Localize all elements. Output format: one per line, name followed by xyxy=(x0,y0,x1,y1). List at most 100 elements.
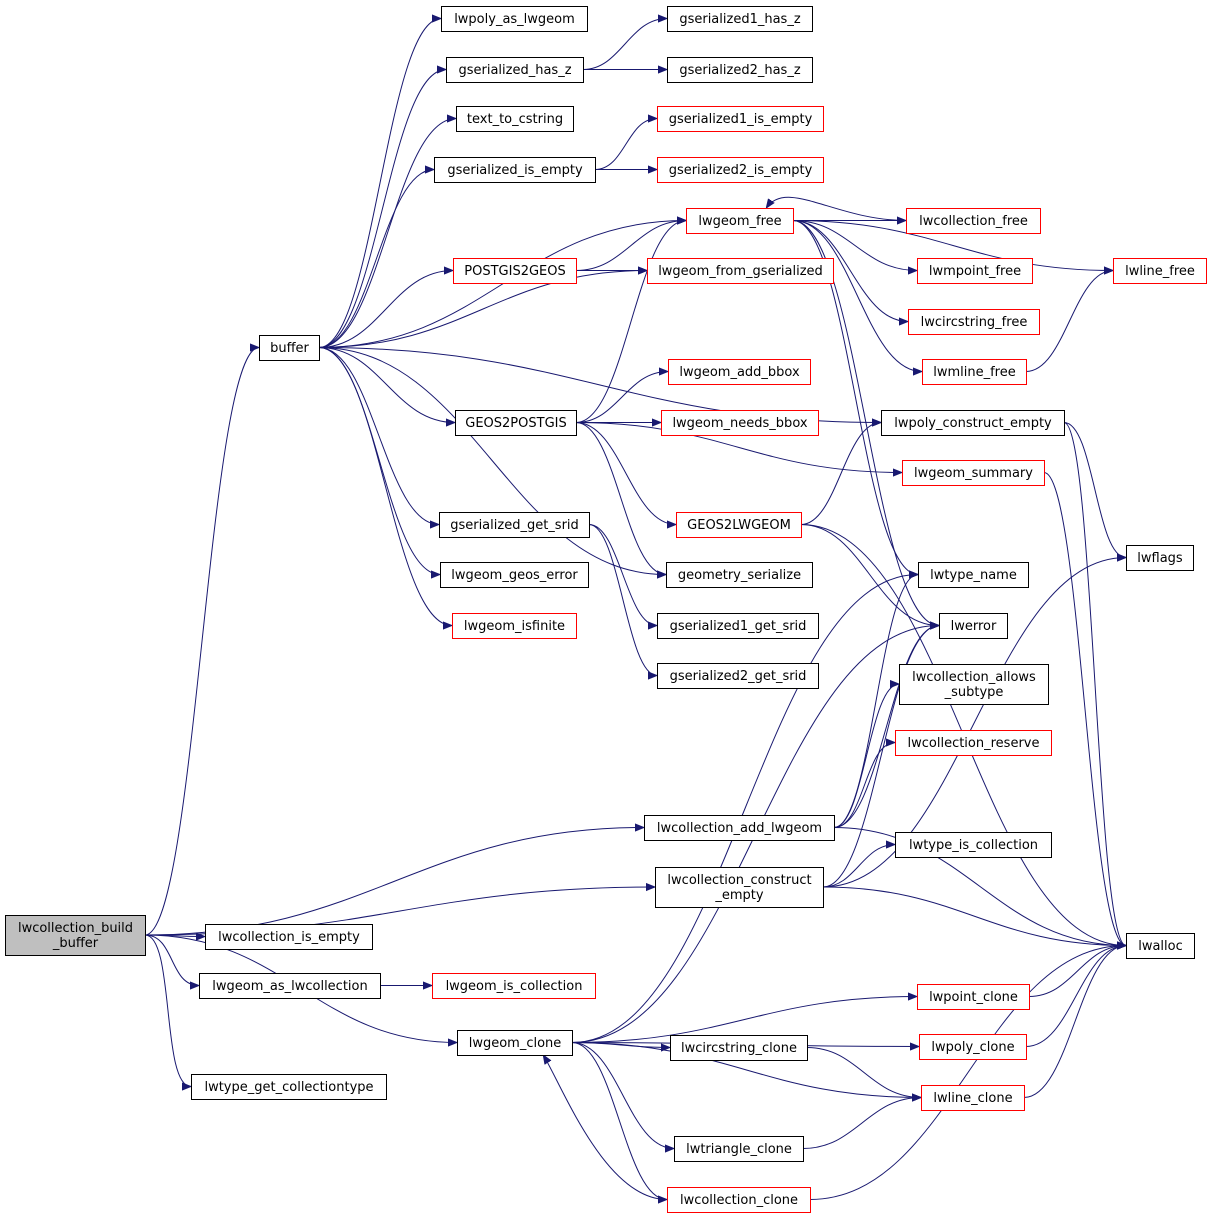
node-box[interactable] xyxy=(657,613,819,639)
node-box[interactable] xyxy=(919,1034,1027,1060)
node-lwflags[interactable]: lwflags xyxy=(1126,545,1194,571)
node-lwtype-is-collection[interactable]: lwtype_is_collection xyxy=(895,832,1052,858)
node-box[interactable] xyxy=(917,984,1030,1010)
node-box[interactable] xyxy=(902,460,1045,486)
node-gserialized1-has-z[interactable]: gserialized1_has_z xyxy=(667,6,813,32)
node-lwcollection-build-buffer[interactable]: lwcollection_build_buffer xyxy=(5,915,146,956)
node-box[interactable] xyxy=(1126,545,1194,571)
node-box[interactable] xyxy=(199,973,381,999)
node-box[interactable] xyxy=(456,106,574,132)
node-box[interactable] xyxy=(657,106,824,132)
node-lwmpoint-free[interactable]: lwmpoint_free xyxy=(917,258,1033,284)
node-box[interactable] xyxy=(895,730,1052,756)
node-box[interactable] xyxy=(881,410,1065,436)
node-geometry-serialize[interactable]: geometry_serialize xyxy=(666,562,813,588)
node-lwpoint-clone[interactable]: lwpoint_clone xyxy=(917,984,1030,1010)
node-box[interactable] xyxy=(441,6,588,32)
node-box[interactable] xyxy=(668,359,811,385)
node-lwmline-free[interactable]: lwmline_free xyxy=(922,359,1027,385)
node-lwcollection-construct-empty[interactable]: lwcollection_construct_empty xyxy=(655,867,824,908)
node-box[interactable] xyxy=(922,359,1027,385)
node-box[interactable] xyxy=(918,562,1029,588)
node-box[interactable] xyxy=(667,1187,811,1213)
node-lwline-free[interactable]: lwline_free xyxy=(1113,258,1207,284)
node-gserialized-get-srid[interactable]: gserialized_get_srid xyxy=(439,512,590,538)
node-lwpoly-construct-empty[interactable]: lwpoly_construct_empty xyxy=(881,410,1065,436)
node-lwcircstring-free[interactable]: lwcircstring_free xyxy=(908,309,1040,335)
node-lwtriangle-clone[interactable]: lwtriangle_clone xyxy=(674,1136,804,1162)
node-gserialized1-get-srid[interactable]: gserialized1_get_srid xyxy=(657,613,819,639)
node-lwalloc[interactable]: lwalloc xyxy=(1126,933,1195,959)
node-box[interactable] xyxy=(446,57,584,83)
node-box[interactable] xyxy=(676,512,802,538)
node-gserialized-has-z[interactable]: gserialized_has_z xyxy=(446,57,584,83)
node-geos2lwgeom[interactable]: GEOS2LWGEOM xyxy=(676,512,802,538)
node-box[interactable] xyxy=(939,613,1008,639)
node-box[interactable] xyxy=(1126,933,1195,959)
node-lwgeom-needs-bbox[interactable]: lwgeom_needs_bbox xyxy=(661,410,819,436)
node-box[interactable] xyxy=(921,1085,1025,1111)
node-box[interactable] xyxy=(434,157,596,183)
node-lwtype-get-collectiontype[interactable]: lwtype_get_collectiontype xyxy=(191,1074,387,1100)
node-buffer[interactable]: buffer xyxy=(259,335,320,361)
node-lwcollection-add-lwgeom[interactable]: lwcollection_add_lwgeom xyxy=(644,815,835,841)
node-lwline-clone[interactable]: lwline_clone xyxy=(921,1085,1025,1111)
node-lwgeom-isfinite[interactable]: lwgeom_isfinite xyxy=(452,613,577,639)
node-lwcollection-reserve[interactable]: lwcollection_reserve xyxy=(895,730,1052,756)
node-geos2postgis[interactable]: GEOS2POSTGIS xyxy=(455,410,577,436)
node-lwpoly-as-lwgeom[interactable]: lwpoly_as_lwgeom xyxy=(441,6,588,32)
node-gserialized2-has-z[interactable]: gserialized2_has_z xyxy=(667,57,813,83)
node-gserialized2-is-empty[interactable]: gserialized2_is_empty xyxy=(657,157,824,183)
node-box[interactable] xyxy=(259,335,320,361)
node-lwcollection-allows-subtype[interactable]: lwcollection_allows_subtype xyxy=(899,664,1049,705)
node-box[interactable] xyxy=(452,613,577,639)
node-box[interactable] xyxy=(205,924,373,950)
node-box[interactable] xyxy=(439,512,590,538)
node-lwgeom-is-collection[interactable]: lwgeom_is_collection xyxy=(432,973,596,999)
node-box[interactable] xyxy=(191,1074,387,1100)
node-lwgeom-summary[interactable]: lwgeom_summary xyxy=(902,460,1045,486)
node-box[interactable] xyxy=(895,832,1052,858)
node-box[interactable] xyxy=(674,1136,804,1162)
node-lwtype-name[interactable]: lwtype_name xyxy=(918,562,1029,588)
node-box[interactable] xyxy=(455,410,577,436)
node-lwerror[interactable]: lwerror xyxy=(939,613,1008,639)
node-box[interactable] xyxy=(667,57,813,83)
node-postgis2geos[interactable]: POSTGIS2GEOS xyxy=(453,258,577,284)
node-lwgeom-clone[interactable]: lwgeom_clone xyxy=(457,1030,573,1056)
node-lwcollection-is-empty[interactable]: lwcollection_is_empty xyxy=(205,924,373,950)
node-box[interactable] xyxy=(655,867,824,908)
node-box[interactable] xyxy=(667,6,813,32)
node-gserialized1-is-empty[interactable]: gserialized1_is_empty xyxy=(657,106,824,132)
node-lwgeom-as-lwcollection[interactable]: lwgeom_as_lwcollection xyxy=(199,973,381,999)
node-box[interactable] xyxy=(1113,258,1207,284)
node-box[interactable] xyxy=(440,562,589,588)
node-box[interactable] xyxy=(453,258,577,284)
node-box[interactable] xyxy=(686,208,794,234)
node-lwcollection-free[interactable]: lwcollection_free xyxy=(906,208,1041,234)
node-lwgeom-free[interactable]: lwgeom_free xyxy=(686,208,794,234)
node-box[interactable] xyxy=(657,663,819,689)
node-box[interactable] xyxy=(647,258,834,284)
node-box[interactable] xyxy=(917,258,1033,284)
node-lwgeom-from-gserialized[interactable]: lwgeom_from_gserialized xyxy=(647,258,834,284)
node-box[interactable] xyxy=(666,562,813,588)
node-box[interactable] xyxy=(670,1035,808,1061)
node-box[interactable] xyxy=(5,915,146,956)
node-box[interactable] xyxy=(906,208,1041,234)
node-lwcollection-clone[interactable]: lwcollection_clone xyxy=(667,1187,811,1213)
node-box[interactable] xyxy=(457,1030,573,1056)
node-box[interactable] xyxy=(657,157,824,183)
node-text-to-cstring[interactable]: text_to_cstring xyxy=(456,106,574,132)
node-gserialized-is-empty[interactable]: gserialized_is_empty xyxy=(434,157,596,183)
node-box[interactable] xyxy=(899,664,1049,705)
node-lwgeom-add-bbox[interactable]: lwgeom_add_bbox xyxy=(668,359,811,385)
node-lwpoly-clone[interactable]: lwpoly_clone xyxy=(919,1034,1027,1060)
node-box[interactable] xyxy=(908,309,1040,335)
node-box[interactable] xyxy=(432,973,596,999)
node-lwcircstring-clone[interactable]: lwcircstring_clone xyxy=(670,1035,808,1061)
node-box[interactable] xyxy=(644,815,835,841)
node-gserialized2-get-srid[interactable]: gserialized2_get_srid xyxy=(657,663,819,689)
node-box[interactable] xyxy=(661,410,819,436)
node-lwgeom-geos-error[interactable]: lwgeom_geos_error xyxy=(440,562,589,588)
